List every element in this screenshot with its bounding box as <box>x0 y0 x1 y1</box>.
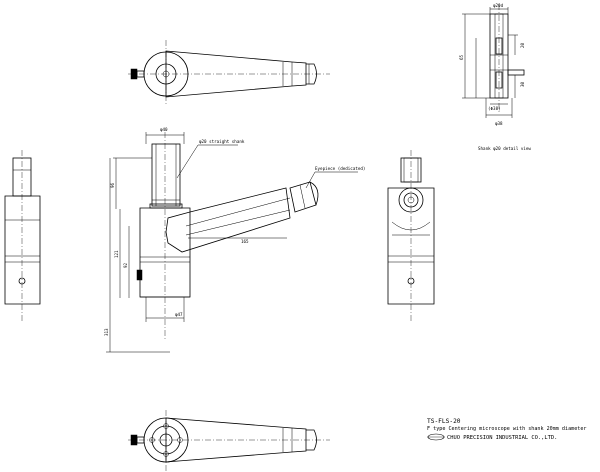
bottom-view <box>128 410 330 472</box>
shank-detail-view: φ20d 65 20 30 (Φ38) φ38 Shank φ20 detail… <box>459 3 531 151</box>
front-arm-len-label: 165 <box>241 239 249 244</box>
shank-total-label: 65 <box>459 54 464 60</box>
front-total-len-label: 313 <box>104 328 109 336</box>
right-side-view <box>387 150 435 322</box>
front-straight-label: φ20 straight shank <box>199 139 245 144</box>
shank-base-label: φ38 <box>495 121 503 126</box>
shank-detail-caption: Shank φ20 detail view <box>478 146 531 151</box>
shank-len2-label: 30 <box>520 81 525 87</box>
shank-dia-label: φ20d <box>493 3 504 8</box>
front-d40-label: φ40 <box>160 127 168 132</box>
product-description: F type Centering microscope with shank 2… <box>427 426 586 432</box>
front-base-d-label: φ47 <box>175 312 183 317</box>
front-inner-len-label: 92 <box>123 262 128 268</box>
company-logo <box>427 433 445 441</box>
eyepiece-label: Eyepiece (dedicated) <box>315 166 365 171</box>
model-number: TS-FLS-20 <box>427 418 461 425</box>
company-name: CHUO PRECISION INDUSTRIAL CO.,LTD. <box>447 435 557 441</box>
top-view <box>128 40 330 106</box>
front-mid-len-label: 121 <box>114 250 119 258</box>
title-block: TS-FLS-20 F type Centering microscope wi… <box>427 418 586 441</box>
left-side-view <box>4 150 41 322</box>
shank-sub-label: (Φ38) <box>488 106 501 111</box>
front-left-len-label: 96 <box>110 182 115 188</box>
front-view: φ40 φ20 straight shank 96 121 92 313 165… <box>104 127 365 353</box>
shank-len1-label: 20 <box>520 42 525 48</box>
